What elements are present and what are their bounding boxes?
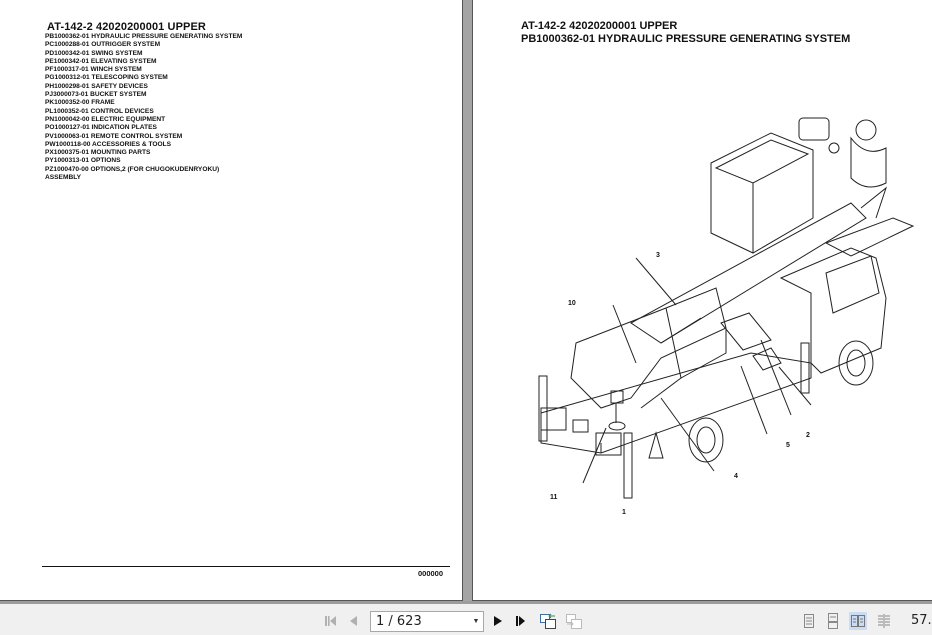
toc-item[interactable]: PZ1000470-00 OPTIONS,2 (FOR CHUGOKUDENRY… [45,165,220,173]
next-view-button[interactable] [565,612,583,630]
next-view-icon [566,614,582,629]
page-right: AT-142-2 42020200001 UPPER PB1000362-01 … [472,0,932,601]
two-page-continuous-view-button[interactable] [875,612,893,630]
callout-1: 1 [622,509,626,516]
toc-item[interactable]: PH1000298-01 SAFETY DEVICES [45,82,148,90]
first-page-button[interactable] [321,612,339,630]
page-left: AT-142-2 42020200001 UPPER PB1000362-01 … [0,0,463,601]
toc-item[interactable]: PW1000118-00 ACCESSORIES & TOOLS [45,140,172,148]
toc-item[interactable]: PE1000342-01 ELEVATING SYSTEM [45,57,157,65]
table-of-contents: PB1000362-01 HYDRAULIC PRESSURE GENERATI… [45,33,242,182]
callout-11: 11 [550,494,558,501]
continuous-page-icon [828,613,838,629]
section-title-line1: AT-142-2 42020200001 UPPER [521,20,678,32]
next-page-icon [494,616,502,626]
first-page-icon [325,616,336,626]
last-page-icon [516,616,525,626]
toc-item[interactable]: PL1000352-01 CONTROL DEVICES [45,107,154,115]
single-page-view-button[interactable] [800,612,818,630]
toc-item[interactable]: PO1000127-01 INDICATION PLATES [45,124,157,132]
page-number-select[interactable]: 1 / 623 ▼ [370,611,484,632]
toc-item[interactable]: PY1000313-01 OPTIONS [45,157,121,165]
toc-item[interactable]: PD1000342-01 SWING SYSTEM [45,49,143,57]
last-page-button[interactable] [512,612,530,630]
section-title: AT-142-2 42020200001 UPPER PB1000362-01 … [521,20,850,45]
toc-item[interactable]: PJ3000073-01 BUCKET SYSTEM [45,91,147,99]
toc-item[interactable]: PN1000042-00 ELECTRIC EQUIPMENT [45,115,166,123]
page-footer-code: 000000 [418,569,444,578]
toc-item[interactable]: PB1000362-01 HYDRAULIC PRESSURE GENERATI… [45,33,243,40]
callout-10: 10 [568,300,576,307]
toc-item[interactable]: PF1000317-01 WINCH SYSTEM [45,66,142,74]
zoom-level[interactable]: 57. [911,613,932,628]
two-page-icon [851,615,865,627]
navigation-toolbar: 1 / 623 ▼ 57. [0,601,932,635]
page-number-value[interactable]: 1 / 623 [376,614,422,629]
callout-3: 3 [656,252,660,259]
dropdown-arrow-icon[interactable]: ▼ [472,618,480,625]
toc-item[interactable]: PK1000352-00 FRAME [45,99,115,107]
toc-item[interactable]: ASSEMBLY [45,174,82,182]
toc-item[interactable]: PV1000063-01 REMOTE CONTROL SYSTEM [45,132,183,140]
toc-item[interactable]: PX1000375-01 MOUNTING PARTS [45,149,151,157]
callout-4: 4 [734,473,738,480]
callout-5: 5 [786,442,790,449]
previous-page-button[interactable] [344,612,362,630]
toc-item[interactable]: PC1000288-01 OUTRIGGER SYSTEM [45,41,161,49]
two-page-continuous-icon [878,614,890,628]
continuous-view-button[interactable] [824,612,842,630]
section-title-line2: PB1000362-01 HYDRAULIC PRESSURE GENERATI… [521,32,851,45]
document-title: AT-142-2 42020200001 UPPER [47,21,206,33]
next-page-button[interactable] [489,612,507,630]
truck-parts-diagram [538,117,915,499]
document-viewport[interactable]: AT-142-2 42020200001 UPPER PB1000362-01 … [0,0,932,601]
previous-view-button[interactable] [539,612,557,630]
toc-item[interactable]: PG1000312-01 TELESCOPING SYSTEM [45,74,168,82]
callout-2: 2 [806,432,810,439]
previous-view-icon [540,613,556,629]
footer-divider [42,566,450,567]
prev-page-icon [350,616,357,626]
two-page-view-button[interactable] [849,612,867,630]
single-page-icon [804,614,814,628]
